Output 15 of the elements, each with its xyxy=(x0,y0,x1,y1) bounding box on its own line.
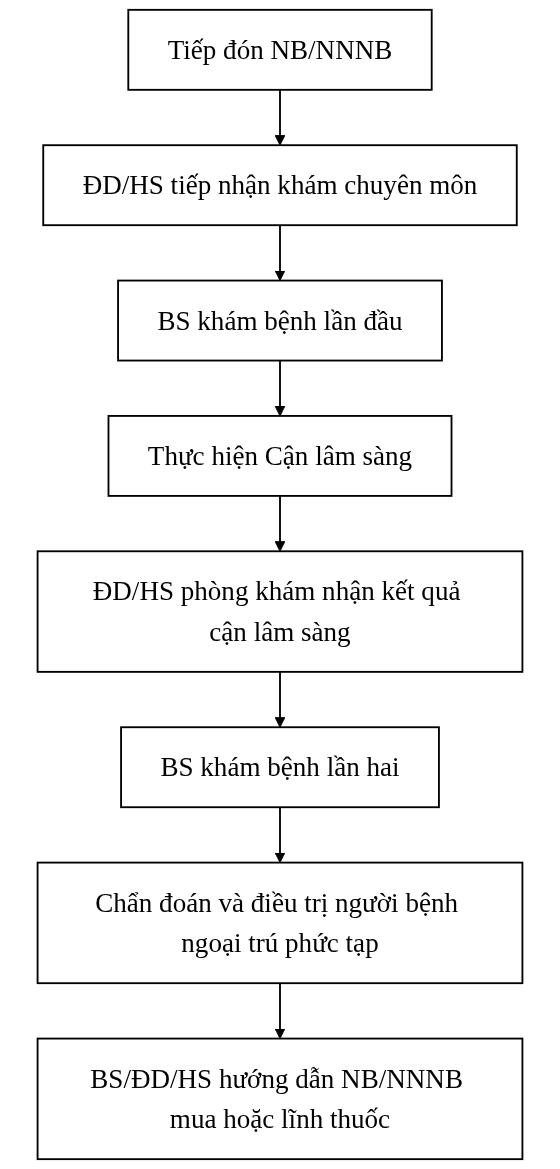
node-box: BS khám bệnh lần hai xyxy=(120,726,440,809)
node-box: Tiếp đón NB/NNNB xyxy=(127,8,433,91)
arrow xyxy=(274,359,286,417)
node-box: BS/ĐD/HS hướng dẫn NB/NNNB mua hoặc lĩnh thuốc xyxy=(36,1037,524,1161)
node-box: ĐD/HS tiếp nhận khám chuyên môn xyxy=(42,144,518,227)
node-box: ĐD/HS phòng khám nhận kết quả cận lâm sàng xyxy=(36,550,524,673)
arrow xyxy=(274,670,286,728)
arrow xyxy=(274,224,286,282)
arrow xyxy=(274,494,286,552)
node-box: BS khám bệnh lần đầu xyxy=(117,279,443,362)
node-box: Chẩn đoán và điều trị người bệnh ngoại trú phức tạp xyxy=(36,861,524,985)
arrow xyxy=(274,88,286,146)
arrow xyxy=(274,982,286,1040)
node-box: Thực hiện Cận lâm sàng xyxy=(107,415,453,497)
arrow xyxy=(274,806,286,864)
